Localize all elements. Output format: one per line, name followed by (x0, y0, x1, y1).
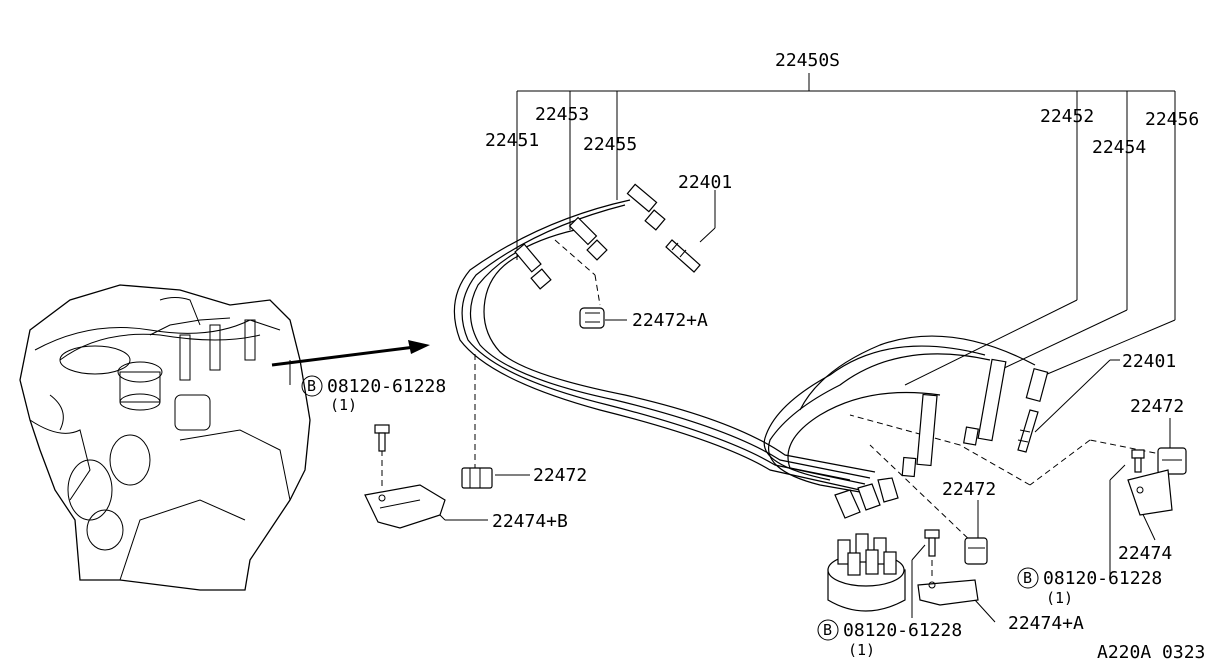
label-bolt-right: 08120-61228 (1043, 568, 1162, 589)
label-bolt-right-qty: (1) (1046, 589, 1073, 607)
label-22456: 22456 (1145, 109, 1199, 130)
bolt-left (374, 424, 390, 452)
spark-plug-top (665, 239, 701, 273)
bracket-b (364, 484, 446, 529)
engine-illustration (19, 284, 311, 591)
label-22401-top: 22401 (678, 172, 732, 193)
direction-arrow (271, 340, 430, 367)
wire-clip-center (964, 537, 988, 565)
part-labels: 22450S 22453 22451 22455 22401 22452 224… (301, 50, 1205, 663)
label-22450s: 22450S (775, 50, 840, 71)
bolt-badge-bottom: B (823, 621, 832, 639)
label-22472-right: 22472 (1130, 396, 1184, 417)
label-bolt-bottom-qty: (1) (848, 641, 875, 659)
label-22474: 22474 (1118, 543, 1172, 564)
distributor-cap (827, 477, 906, 612)
bolt-right (1131, 449, 1145, 473)
label-22451: 22451 (485, 130, 539, 151)
label-22453: 22453 (535, 104, 589, 125)
label-22452: 22452 (1040, 106, 1094, 127)
bolt-badge-left: B (307, 377, 316, 395)
plug-boots (514, 183, 1049, 478)
label-22474-a: 22474+A (1008, 613, 1084, 634)
bolt-callout-bottom: B 08120-61228 (1) (817, 619, 962, 659)
bolt-badge-right: B (1023, 569, 1032, 587)
label-22472-center: 22472 (942, 479, 996, 500)
bolt-bottom (924, 529, 940, 557)
bolt-callout-left: B 08120-61228 (1) (301, 375, 446, 414)
label-22472-mid: 22472 (533, 465, 587, 486)
label-22472-a: 22472+A (632, 310, 708, 331)
label-bolt-left: 08120-61228 (327, 376, 446, 397)
ignition-wire-harness (453, 199, 1036, 493)
diagram-code: A220A 0323 (1097, 642, 1205, 663)
label-22455: 22455 (583, 134, 637, 155)
wire-clip-right (1157, 447, 1187, 475)
label-22454: 22454 (1092, 137, 1146, 158)
label-bolt-left-qty: (1) (330, 396, 357, 414)
label-22474-b: 22474+B (492, 511, 568, 532)
spark-plug-right (1017, 409, 1039, 453)
bracket-a (917, 579, 979, 606)
wire-clip-mid (461, 467, 493, 489)
label-bolt-bottom: 08120-61228 (843, 620, 962, 641)
label-22401-right: 22401 (1122, 351, 1176, 372)
bolt-callout-right: B 08120-61228 (1) (1017, 567, 1162, 607)
callout-lines (289, 73, 1176, 623)
wire-clamp-a (579, 307, 605, 329)
bracket-right (1127, 469, 1173, 516)
